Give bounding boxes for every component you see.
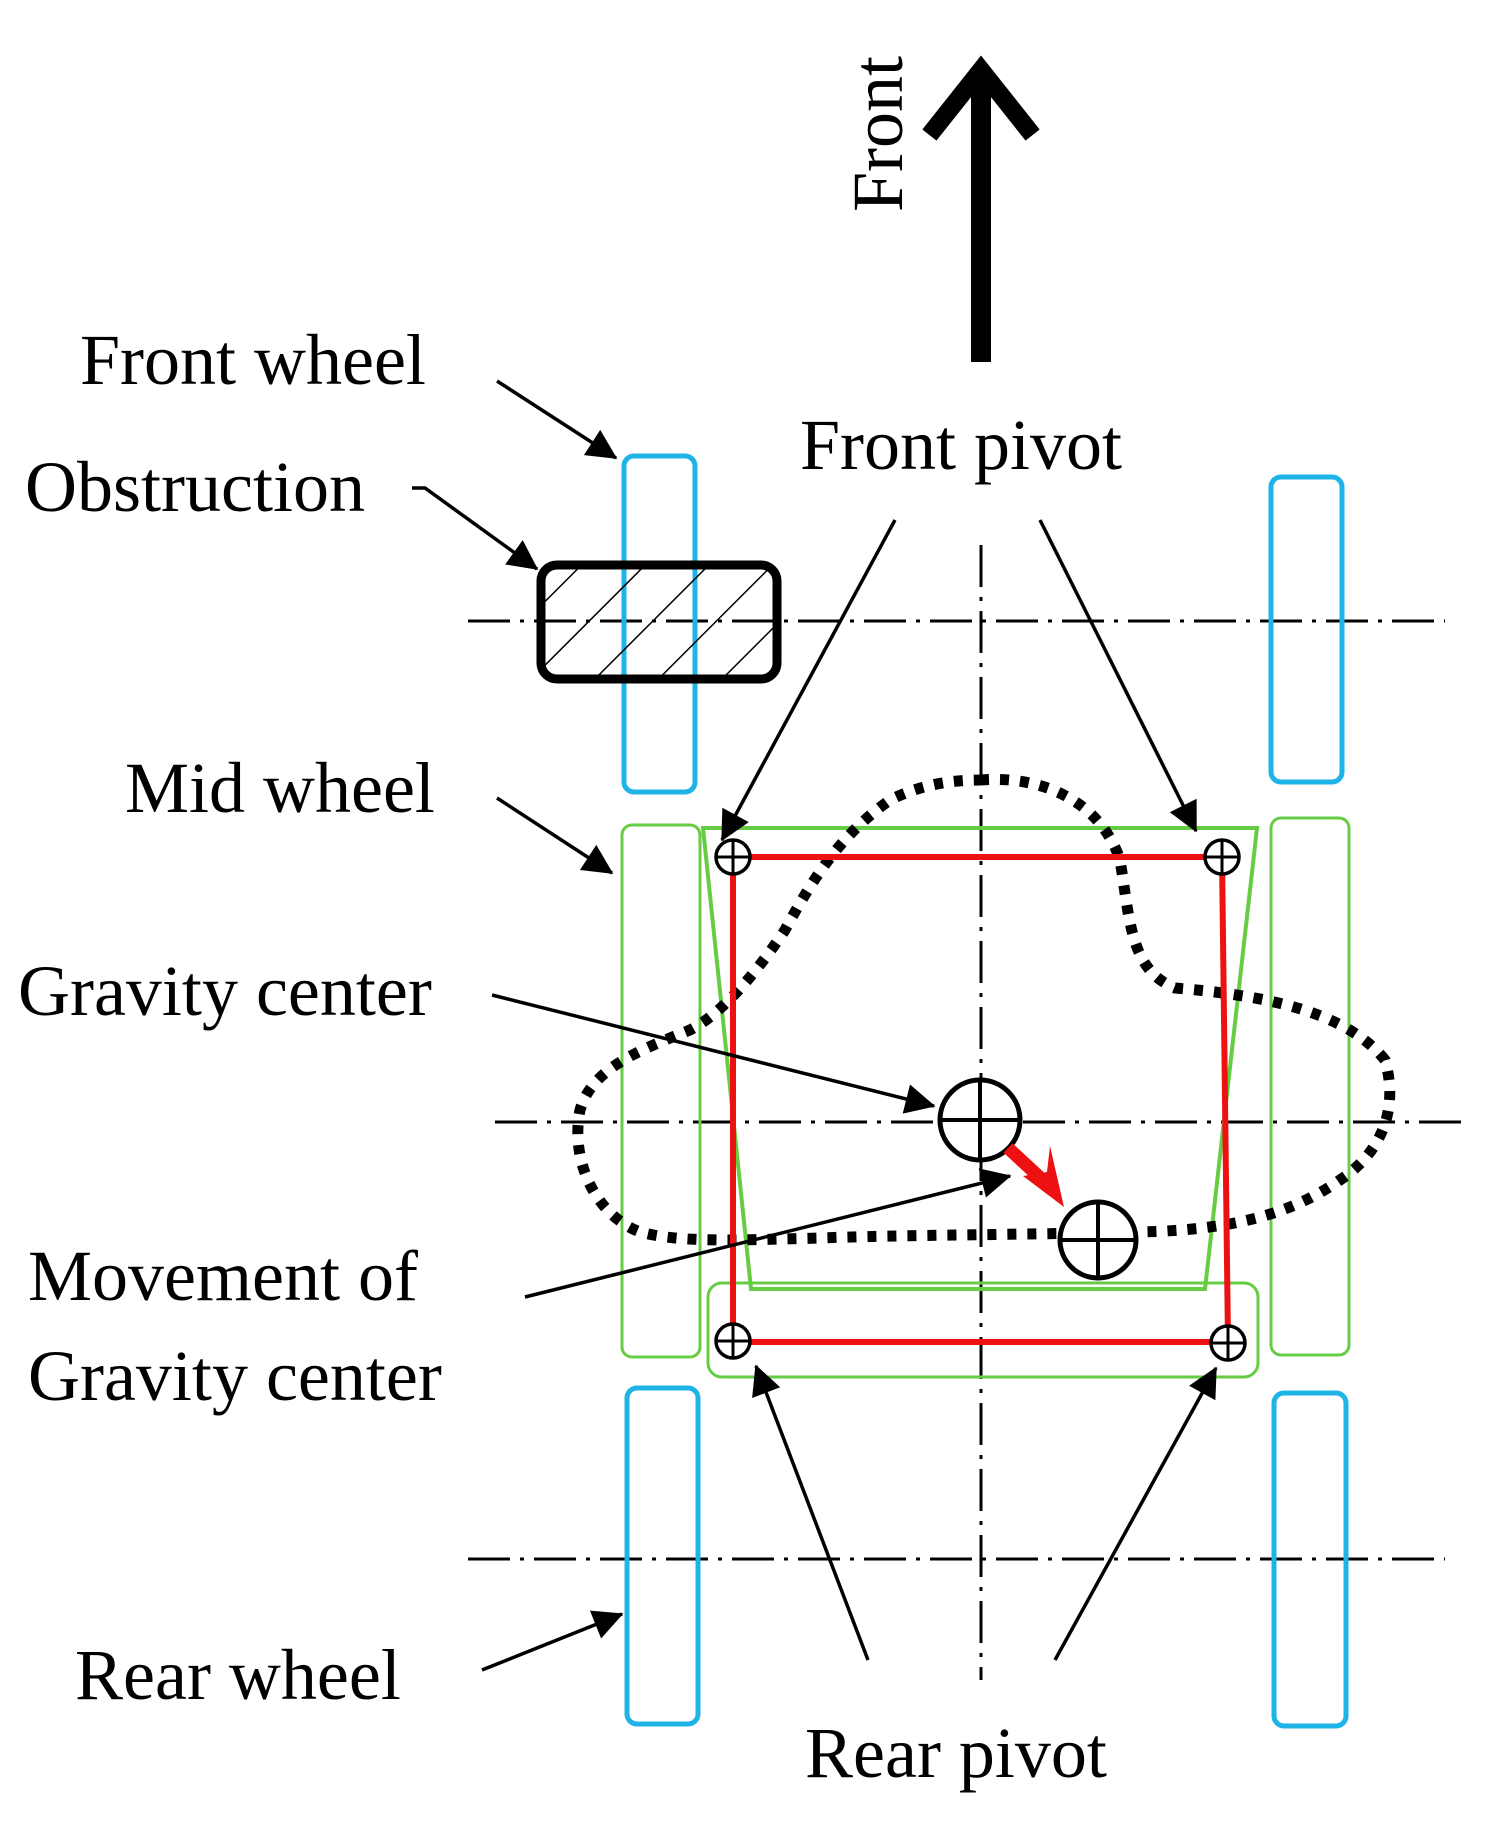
front-right-wheel: [1268, 474, 1345, 785]
gravity-center-initial: [937, 1077, 1023, 1163]
rear-right-wheel: [1271, 1390, 1349, 1729]
gravity-center-label: Gravity center: [18, 951, 432, 1031]
front-label: Front: [838, 56, 918, 212]
mid-wheel-label: Mid wheel: [125, 748, 435, 828]
rear-left-wheel: [624, 1385, 701, 1727]
leader-lines: [412, 379, 1218, 1672]
front-direction: Front: [838, 55, 1040, 362]
gravity-center-moved: [1057, 1199, 1139, 1281]
rear-pivot-left-leader: [752, 1364, 870, 1661]
red-arrow-head: [1023, 1146, 1064, 1207]
mid-wheel-leader: [496, 796, 614, 875]
rear-wheel-label: Rear wheel: [75, 1635, 401, 1715]
mid-right-wheel: [1269, 816, 1351, 1357]
front-pivot-left-leader: [720, 519, 897, 842]
rear-bogie: [706, 1281, 1260, 1379]
movement-label-line1: Movement of: [28, 1236, 418, 1316]
front-wheel-label: Front wheel: [80, 320, 426, 400]
movement-label-line2: Gravity center: [28, 1336, 442, 1416]
rear-right-pivot: [1209, 1324, 1247, 1362]
rear-pivot-right-leader: [1053, 1366, 1218, 1661]
front-pivot-label: Front pivot: [800, 405, 1122, 485]
movement-leader: [524, 1168, 1012, 1299]
support-polygon-outline: [572, 773, 1396, 1246]
rear-wheel-leader: [481, 1610, 624, 1672]
gravity-center-leader: [491, 993, 936, 1114]
pivot-frame: [730, 854, 1231, 1345]
front-wheel-leader: [496, 379, 618, 460]
front-right-pivot: [1203, 838, 1241, 876]
labels: Front wheel Obstruction Front pivot Mid …: [18, 320, 1122, 1793]
rear-left-pivot: [714, 1322, 752, 1360]
mid-left-wheel: [620, 823, 702, 1359]
obstruction-block: [536, 560, 782, 684]
arrow-up-head: [922, 55, 1040, 141]
obstruction: [536, 560, 782, 684]
frame-right-edge: [1219, 856, 1231, 1343]
obstruction-leader: [412, 486, 539, 571]
gravity-movement-arrow: [1003, 1143, 1064, 1207]
rear-pivot-label: Rear pivot: [805, 1713, 1107, 1793]
obstruction-label: Obstruction: [25, 447, 365, 527]
front-pivot-right-leader: [1038, 519, 1198, 833]
front-left-pivot: [714, 838, 752, 876]
gravity-centers: [937, 1077, 1139, 1281]
